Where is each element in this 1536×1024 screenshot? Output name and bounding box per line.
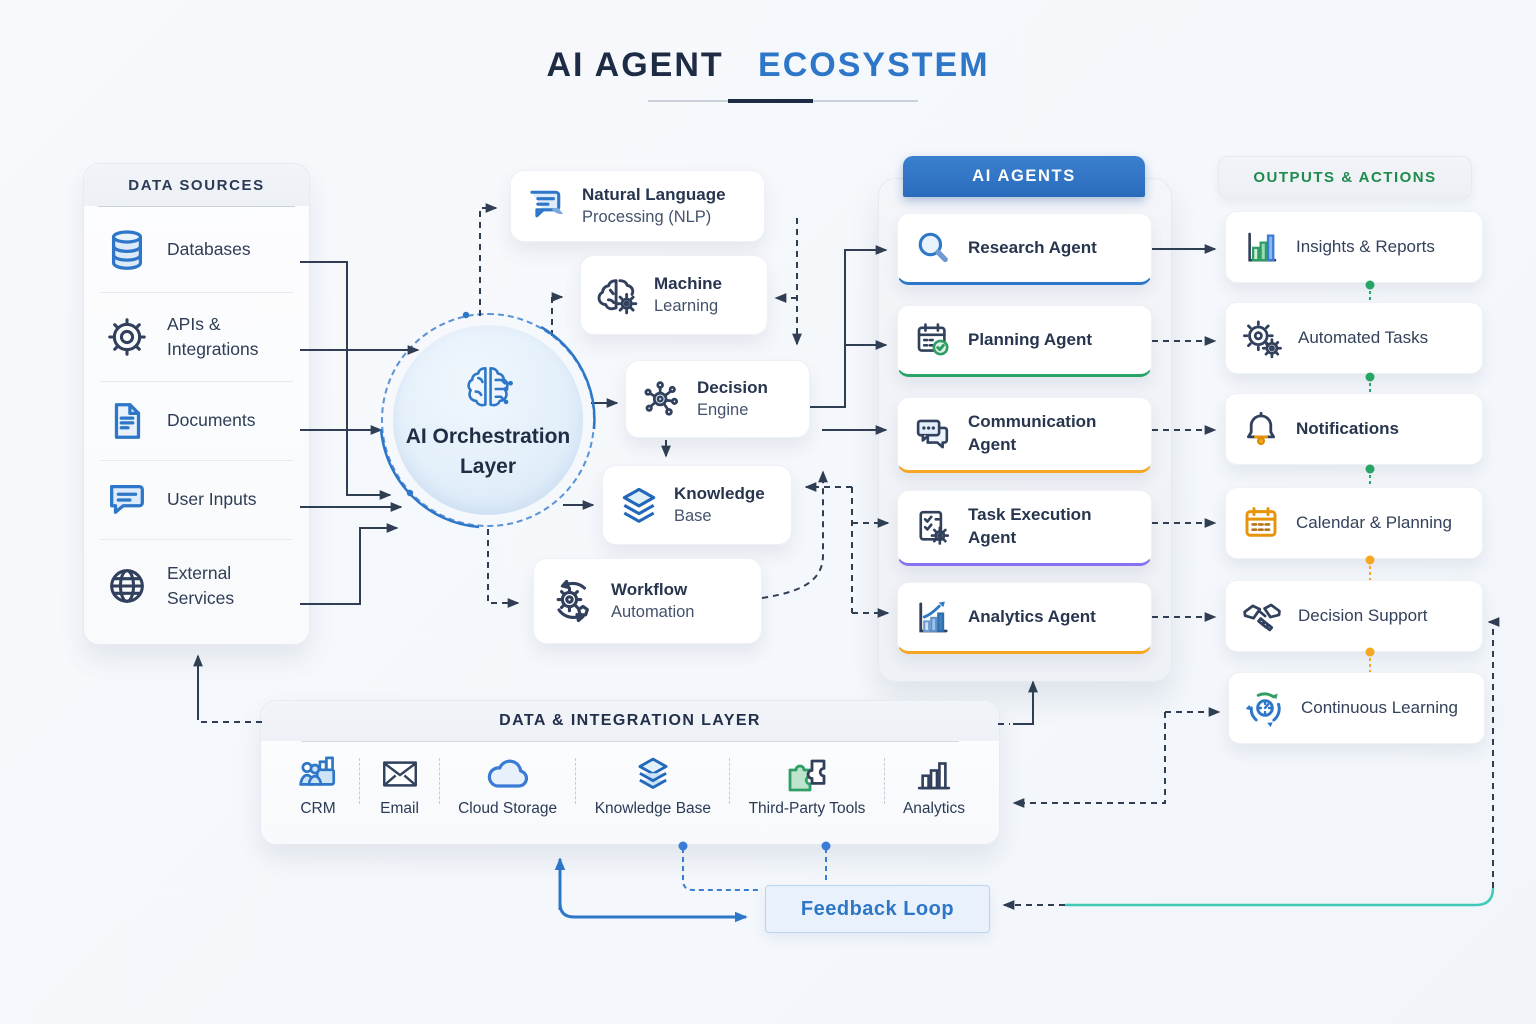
data-source-label: APIs & Integrations <box>167 313 259 359</box>
data-source-label: External Services <box>167 562 235 608</box>
output-card-decision-support: Decision Support <box>1225 580 1483 652</box>
speech-bubble-icon <box>110 484 144 514</box>
list-item: External Services <box>84 540 309 632</box>
page-title: AI AGENT ECOSYSTEM <box>0 46 1536 85</box>
title-part-2: ECOSYSTEM <box>758 46 990 84</box>
envelope-icon <box>382 761 417 787</box>
checklist-gear-icon <box>919 510 950 545</box>
bars-icon <box>917 762 951 790</box>
divider <box>359 758 361 804</box>
divider <box>438 758 440 804</box>
orchestration-label: AI Orchestration Layer <box>405 424 571 478</box>
integration-item-email: Email <box>369 750 431 818</box>
layers-icon <box>622 487 656 523</box>
output-card-insights: Insights & Reports <box>1225 211 1483 283</box>
integration-item-crm: CRM <box>285 750 351 818</box>
puzzle-icon <box>788 759 826 792</box>
data-source-label: User Inputs <box>167 489 257 510</box>
list-item: User Inputs <box>84 461 309 539</box>
agent-card-task-execution: Task Execution Agent <box>897 490 1152 566</box>
divider <box>100 381 293 382</box>
bar-chart-icon <box>1248 232 1277 262</box>
data-source-label: Documents <box>167 410 256 431</box>
agent-card-research: Research Agent <box>897 213 1152 285</box>
integration-header: DATA & INTEGRATION LAYER <box>261 701 999 741</box>
ai-orchestration-layer: AI Orchestration Layer <box>381 313 595 527</box>
hub-network-icon <box>644 381 679 416</box>
calendar-icon <box>1245 507 1277 537</box>
agent-card-planning: Planning Agent <box>897 305 1152 377</box>
chat-bubble-icon <box>530 190 564 218</box>
output-card-notifications: Notifications <box>1225 393 1483 465</box>
cycle-gauge-icon <box>1245 692 1281 728</box>
document-icon <box>114 403 141 439</box>
list-item: Databases <box>84 207 309 292</box>
chart-up-icon <box>919 601 948 633</box>
gears-cycle-icon <box>556 579 589 623</box>
title-underline-accent <box>728 99 813 103</box>
integration-layer-panel: DATA & INTEGRATION LAYER CRM Email Cloud… <box>260 700 1000 845</box>
outputs-header: OUTPUTS & ACTIONS <box>1218 156 1472 199</box>
gear-icon <box>108 318 146 356</box>
integration-item-third-party-tools: Third-Party Tools <box>739 750 876 818</box>
handshake-icon <box>1243 603 1281 632</box>
agent-card-communication: Communication Agent <box>897 397 1152 473</box>
divider <box>575 758 577 804</box>
data-sources-title: DATA SOURCES <box>128 176 265 194</box>
layers-icon <box>638 757 668 789</box>
title-part-1: AI AGENT <box>546 46 724 84</box>
divider <box>729 758 731 804</box>
integration-item-knowledge-base: Knowledge Base <box>585 750 721 818</box>
magnifier-icon <box>918 232 948 263</box>
data-sources-panel: DATA SOURCES Databases APIs & Integratio… <box>83 163 310 645</box>
crm-people-icon <box>299 756 336 786</box>
feedback-loop-box: Feedback Loop <box>765 885 990 933</box>
cloud-icon <box>487 759 528 788</box>
agent-card-analytics: Analytics Agent <box>897 582 1152 654</box>
divider <box>100 292 293 293</box>
divider <box>100 460 293 461</box>
output-card-automated-tasks: Automated Tasks <box>1225 302 1483 374</box>
brain-circuit-icon <box>467 366 513 406</box>
double-gear-icon <box>1243 320 1282 359</box>
database-icon <box>111 229 143 270</box>
divider <box>883 758 885 804</box>
output-card-continuous-learning: Continuous Learning <box>1228 672 1485 744</box>
divider <box>301 741 959 742</box>
globe-icon <box>110 569 144 603</box>
list-item: Documents <box>84 382 309 460</box>
integration-item-analytics: Analytics <box>893 750 975 818</box>
chat-bubbles-icon <box>916 419 949 449</box>
calendar-check-icon <box>917 323 949 356</box>
integration-item-cloud-storage: Cloud Storage <box>448 750 567 818</box>
divider <box>100 539 293 540</box>
ai-agents-header: AI AGENTS <box>903 156 1145 197</box>
bell-icon <box>1247 411 1275 446</box>
divider <box>98 206 295 207</box>
brain-gear-icon <box>597 279 638 315</box>
data-sources-header: DATA SOURCES <box>84 164 309 206</box>
output-card-calendar: Calendar & Planning <box>1225 487 1483 559</box>
list-item: APIs & Integrations <box>84 293 309 381</box>
data-source-label: Databases <box>167 238 251 259</box>
